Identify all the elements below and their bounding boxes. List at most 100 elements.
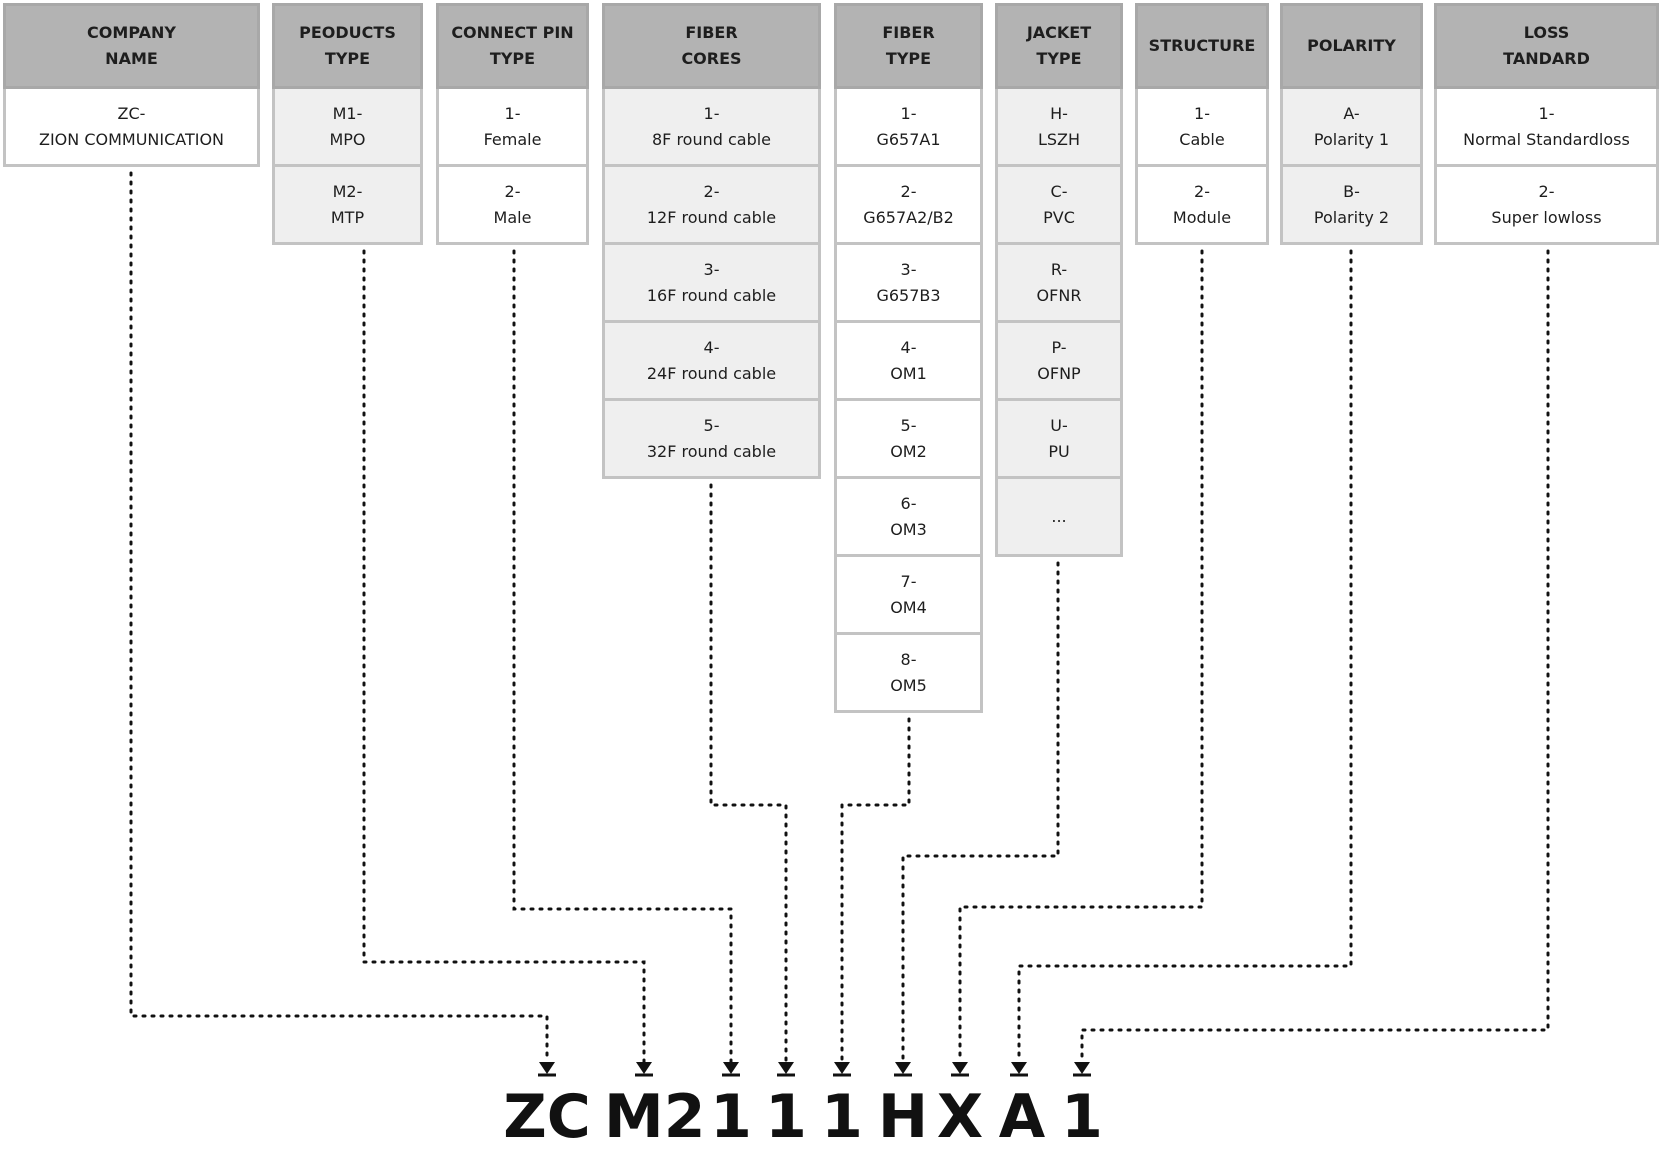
option-label: 2- Super lowloss <box>1491 181 1602 227</box>
column-header: STRUCTURE <box>1135 3 1269 89</box>
column-6: JACKET TYPE H- LSZH C- PVC R- OFNR P- OFNP U-… <box>995 3 1123 557</box>
column-header-label: COMPANY NAME <box>87 23 176 68</box>
option-cell: 4- OM1 <box>834 323 983 401</box>
option-label: 3- G657B3 <box>876 259 941 305</box>
connector-line <box>709 483 788 1064</box>
option-label: 1- Normal Standardloss <box>1463 103 1630 149</box>
code-segment: 1 <box>765 1082 807 1152</box>
column-header: CONNECT PIN TYPE <box>436 3 589 89</box>
option-label: U- PU <box>1048 415 1070 461</box>
column-2: PEODUCTS TYPE M1- MPO M2- MTP <box>272 3 423 245</box>
column-4: FIBER CORES 1- 8F round cable 2- 12F round… <box>602 3 821 479</box>
option-cell: 5- 32F round cable <box>602 401 821 479</box>
option-cell: 6- OM3 <box>834 479 983 557</box>
option-cell: 5- OM2 <box>834 401 983 479</box>
option-label: 1- 8F round cable <box>651 103 772 149</box>
option-label: B- Polarity 2 <box>1313 181 1390 227</box>
option-cell: M1- MPO <box>272 89 423 167</box>
option-label: 2- 12F round cable <box>646 181 777 227</box>
option-cell: C- PVC <box>995 167 1123 245</box>
column-header-label: JACKET TYPE <box>1026 23 1092 68</box>
option-cell: 1- 8F round cable <box>602 89 821 167</box>
option-cell: ZC- ZION COMMUNICATION <box>3 89 260 167</box>
column-1: COMPANY NAME ZC- ZION COMMUNICATION <box>3 3 260 167</box>
option-label: 1- Female <box>483 103 542 149</box>
column-header: FIBER TYPE <box>834 3 983 89</box>
code-segment: 1 <box>1061 1082 1103 1152</box>
option-label: 6- OM3 <box>890 493 927 539</box>
column-8: POLARITY A- Polarity 1 B- Polarity 2 <box>1280 3 1423 245</box>
code-segment: 1 <box>821 1082 863 1152</box>
arrow-head <box>539 1062 555 1074</box>
code-segment: ZC <box>503 1082 591 1152</box>
column-3: CONNECT PIN TYPE 1- Female 2- Male <box>436 3 589 245</box>
code-segment: 1 <box>710 1082 752 1152</box>
connector-line <box>512 249 733 1064</box>
option-label: 1- G657A1 <box>876 103 941 149</box>
option-label: 2- Module <box>1172 181 1232 227</box>
connector-line <box>901 561 1060 1064</box>
option-cell: 7- OM4 <box>834 557 983 635</box>
column-header: JACKET TYPE <box>995 3 1123 89</box>
option-label: 4- 24F round cable <box>646 337 777 383</box>
arrow-head <box>1074 1062 1090 1074</box>
option-label: ZC- ZION COMMUNICATION <box>38 103 225 149</box>
option-cell: 3- G657B3 <box>834 245 983 323</box>
column-header: FIBER CORES <box>602 3 821 89</box>
column-header: LOSS TANDARD <box>1434 3 1659 89</box>
option-cell: 8- OM5 <box>834 635 983 713</box>
option-cell: ... <box>995 479 1123 557</box>
code-segment: M2 <box>604 1082 706 1152</box>
column-header-label: CONNECT PIN TYPE <box>451 23 574 68</box>
column-header: PEODUCTS TYPE <box>272 3 423 89</box>
option-cell: 2- Male <box>436 167 589 245</box>
option-label: 2- Male <box>493 181 532 227</box>
column-5: FIBER TYPE 1- G657A1 2- G657A2/B2 3- G657B3… <box>834 3 983 713</box>
arrow-head <box>952 1062 968 1074</box>
code-segment: H <box>877 1082 929 1152</box>
option-label: 7- OM4 <box>890 571 927 617</box>
column-9: LOSS TANDARD 1- Normal Standardloss 2- Sup… <box>1434 3 1659 245</box>
connector-line <box>362 249 646 1064</box>
arrow-head <box>636 1062 652 1074</box>
option-label: 5- OM2 <box>890 415 927 461</box>
option-label: ... <box>1051 506 1067 526</box>
arrow-head <box>1011 1062 1027 1074</box>
column-header-label: STRUCTURE <box>1148 36 1256 55</box>
code-segment: X <box>936 1082 984 1152</box>
option-label: C- PVC <box>1043 181 1075 227</box>
option-cell: 2- G657A2/B2 <box>834 167 983 245</box>
option-cell: 1- Normal Standardloss <box>1434 89 1659 167</box>
option-cell: P- OFNP <box>995 323 1123 401</box>
option-cell: 2- Super lowloss <box>1434 167 1659 245</box>
arrow-head <box>778 1062 794 1074</box>
option-cell: 2- 12F round cable <box>602 167 821 245</box>
option-cell: 1- G657A1 <box>834 89 983 167</box>
option-label: A- Polarity 1 <box>1313 103 1390 149</box>
connector-line <box>840 717 911 1064</box>
connector-line <box>129 171 549 1064</box>
option-cell: A- Polarity 1 <box>1280 89 1423 167</box>
option-label: M2- MTP <box>330 181 365 227</box>
option-cell: 3- 16F round cable <box>602 245 821 323</box>
connector-line <box>958 249 1204 1064</box>
option-cell: U- PU <box>995 401 1123 479</box>
column-header-label: LOSS TANDARD <box>1503 23 1590 68</box>
arrow-head <box>895 1062 911 1074</box>
option-cell: H- LSZH <box>995 89 1123 167</box>
column-header-label: FIBER TYPE <box>882 23 935 68</box>
option-cell: 4- 24F round cable <box>602 323 821 401</box>
column-header: POLARITY <box>1280 3 1423 89</box>
connector-line <box>1017 249 1353 1064</box>
option-cell: R- OFNR <box>995 245 1123 323</box>
option-label: 8- OM5 <box>890 649 927 695</box>
column-header-label: PEODUCTS TYPE <box>299 23 396 68</box>
option-cell: B- Polarity 2 <box>1280 167 1423 245</box>
option-cell: 1- Cable <box>1135 89 1269 167</box>
option-label: 2- G657A2/B2 <box>863 181 954 227</box>
option-label: R- OFNR <box>1036 259 1082 305</box>
option-cell: 1- Female <box>436 89 589 167</box>
